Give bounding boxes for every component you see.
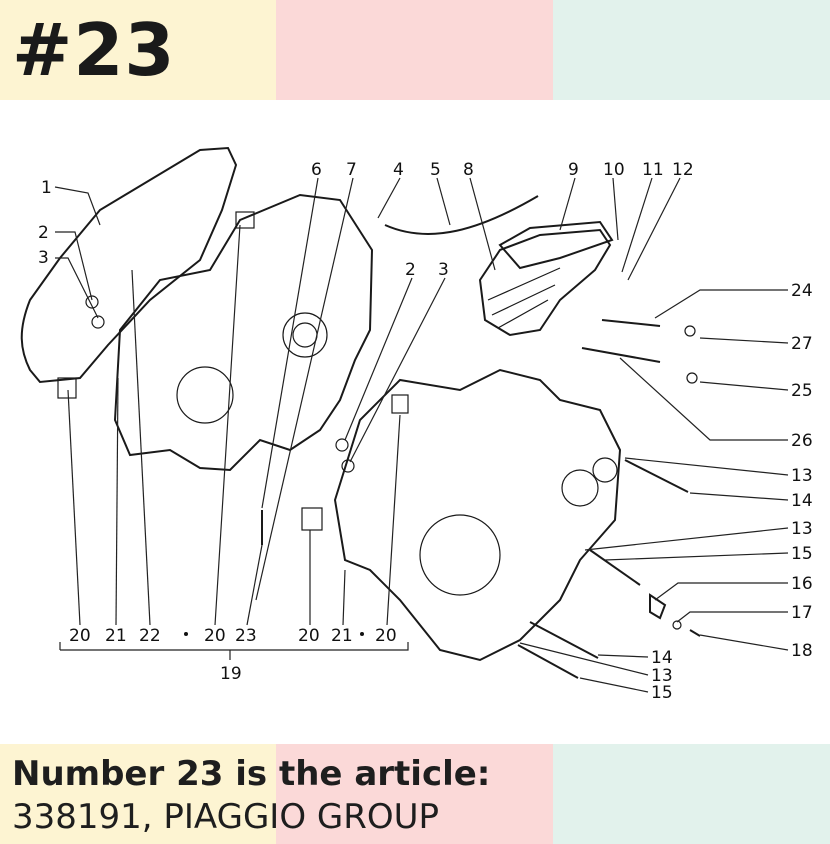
callout-20-c: 20	[298, 626, 320, 646]
callout-21-a: 21	[105, 626, 127, 646]
callout-4: 4	[393, 160, 404, 180]
callout-1: 1	[41, 178, 52, 198]
dowel-right	[391, 394, 409, 414]
hose-26	[581, 347, 661, 363]
clamp-25	[686, 372, 698, 384]
callout-9: 9	[568, 160, 579, 180]
callout-2-left: 2	[38, 223, 49, 243]
callout-3-left: 3	[38, 248, 49, 268]
callout-22: 22	[139, 626, 161, 646]
right-crankcase-bearing	[561, 469, 599, 507]
callout-8: 8	[463, 160, 474, 180]
callout-19-group: 19	[220, 664, 242, 684]
callout-25: 25	[791, 381, 813, 401]
reed-valve-block	[478, 228, 612, 337]
callouts-top: 1 2 3 6 7 4 5 8 9 10 11 12 2 3	[38, 160, 694, 280]
left-crankcase-bearing-seat	[282, 312, 328, 358]
callout-27: 27	[791, 334, 813, 354]
hose-24	[601, 319, 661, 327]
dowel-center	[301, 507, 323, 531]
callout-10: 10	[603, 160, 625, 180]
reed-petals	[487, 267, 561, 329]
dowel-top	[235, 211, 255, 229]
callout-20-a: 20	[69, 626, 91, 646]
right-crankcase-bore	[419, 514, 501, 596]
bracket-16	[649, 593, 667, 620]
seal-2-right	[335, 438, 349, 452]
header-band-mint	[553, 0, 830, 100]
callout-12: 12	[672, 160, 694, 180]
callouts-bottom: 20 21 22 20 23 20 21 20 19	[69, 626, 397, 684]
caption-title: Number 23 is the article:	[12, 754, 491, 794]
callout-15-b: 15	[651, 683, 673, 703]
left-crankcase-bore	[176, 366, 234, 424]
left-crankcase-bearing-inner	[292, 322, 318, 348]
callouts-right: 24 27 25 26 13 14 13 15 16 17 18 14 13 1…	[651, 281, 813, 703]
callout-13-a: 13	[791, 466, 813, 486]
callout-21-b: 21	[331, 626, 353, 646]
callout-20-b: 20	[204, 626, 226, 646]
bolt-middle-15	[589, 549, 641, 586]
callout-23: 23	[235, 626, 257, 646]
screw-18	[689, 629, 701, 637]
callout-20-d: 20	[375, 626, 397, 646]
header-band-yellow	[0, 0, 276, 100]
callout-3-right: 3	[438, 260, 449, 280]
bolt-lower-14	[529, 621, 599, 659]
header-band-pink	[276, 0, 553, 100]
callout-11: 11	[642, 160, 664, 180]
callout-16: 16	[791, 574, 813, 594]
callout-15-a: 15	[791, 544, 813, 564]
footer-band-yellow	[0, 744, 276, 844]
intake-manifold	[498, 220, 614, 270]
caption-article: 338191, PIAGGIO GROUP	[12, 797, 440, 837]
seal-3-right	[341, 459, 355, 473]
washer-17	[672, 620, 682, 630]
callout-5: 5	[430, 160, 441, 180]
callout-6: 6	[311, 160, 322, 180]
seal-2-left	[85, 295, 99, 309]
seal-3-left	[91, 315, 105, 329]
left-crankcase	[113, 193, 374, 472]
right-crankcase	[333, 368, 622, 662]
leader-lines	[54, 177, 789, 693]
callout-7: 7	[346, 160, 357, 180]
header-band	[0, 0, 830, 100]
callout-2-right: 2	[405, 260, 416, 280]
bullet-dot-b	[360, 632, 364, 636]
callout-24: 24	[791, 281, 813, 301]
gasket-outline	[20, 146, 238, 384]
dowel-left	[57, 377, 77, 399]
right-crankcase-bearing-small	[592, 457, 618, 483]
exploded-parts-diagram: 1 2 3 6 7 4 5 8 9 10 11 12 2 3 24 27 25 …	[20, 146, 813, 703]
bolt-upper-14	[624, 459, 689, 493]
callout-14-a: 14	[791, 491, 813, 511]
callout-17: 17	[791, 603, 813, 623]
footer-band-pink	[276, 744, 553, 844]
callout-18: 18	[791, 641, 813, 661]
vent-hose	[384, 195, 539, 235]
bullet-dot-a	[184, 632, 188, 636]
callout-13-c: 13	[651, 666, 673, 686]
footer-band	[0, 744, 830, 844]
callout-26: 26	[791, 431, 813, 451]
clamp-27	[684, 325, 696, 337]
callout-13-b: 13	[791, 519, 813, 539]
footer-band-mint	[553, 744, 830, 844]
part-number-heading: #23	[12, 8, 176, 92]
bolt-lower-15	[517, 644, 579, 679]
callout-14-b: 14	[651, 648, 673, 668]
